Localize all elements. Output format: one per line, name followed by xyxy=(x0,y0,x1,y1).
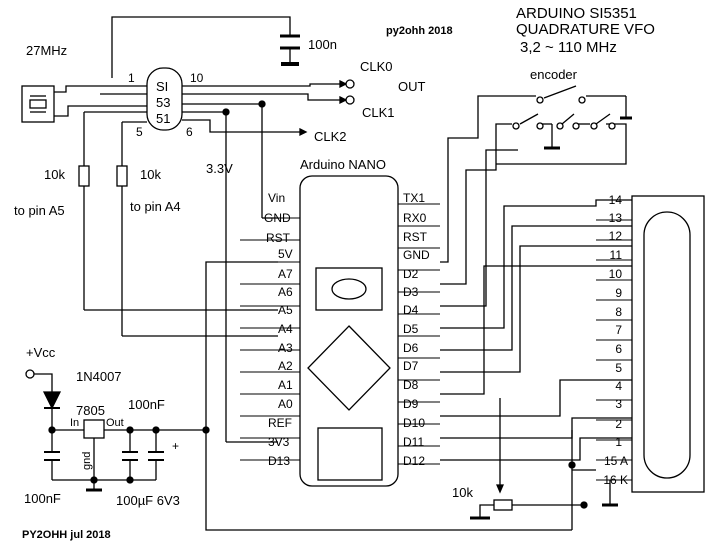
nano-pin-a3: A3 xyxy=(278,341,293,355)
nano-pin-a4: A4 xyxy=(278,322,293,336)
regulator-gnd-label: gnd xyxy=(81,451,93,470)
nano-pin-gnd-right: GND xyxy=(403,248,430,262)
regulator-in-label: In xyxy=(70,417,80,429)
lcd-pin-13: 13 xyxy=(608,211,622,225)
nano-pin-d3: D3 xyxy=(403,285,419,299)
nano-pin-d11: D11 xyxy=(403,435,425,449)
author-top: py2ohh 2018 xyxy=(386,25,453,37)
nano-pin-d5: D5 xyxy=(403,322,419,336)
si-label-3: 51 xyxy=(156,111,171,126)
nano-pin-gnd-left: GND xyxy=(264,211,291,225)
lcd-pin-1: 1 xyxy=(615,435,622,449)
out-label: OUT xyxy=(398,79,426,94)
lcd-pin-11: 11 xyxy=(609,248,622,262)
author-bottom: PY2OHH jul 2018 xyxy=(22,529,111,541)
lcd-pin-4: 4 xyxy=(615,379,622,393)
nano-pin-rx0: RX0 xyxy=(403,211,427,225)
capacitor-100n-label: 100n xyxy=(308,37,337,52)
encoder-label: encoder xyxy=(530,67,577,82)
clk1-label: CLK1 xyxy=(362,105,395,120)
clk0-label: CLK0 xyxy=(360,59,393,74)
v33-label: 3.3V xyxy=(206,161,233,176)
nano-pin-vin: Vin xyxy=(268,191,286,205)
nano-pin-a2: A2 xyxy=(278,359,293,373)
lcd-pin-2: 2 xyxy=(615,417,622,431)
clk2-label: CLK2 xyxy=(314,129,347,144)
si-pin-6: 6 xyxy=(186,125,193,139)
nano-pin-ref: REF xyxy=(268,416,292,430)
lcd-pin-14: 14 xyxy=(608,193,622,207)
lcd-pin-6: 6 xyxy=(615,342,622,356)
to-pin-a4-label: to pin A4 xyxy=(130,199,181,214)
capacitor-100uF-label: 100µF 6V3 xyxy=(116,493,180,508)
potentiometer-label: 10k xyxy=(452,485,473,500)
title-line-1: ARDUINO SI5351 xyxy=(516,5,637,22)
nano-pin-5v: 5V xyxy=(278,247,293,261)
nano-pin-d8: D8 xyxy=(403,378,419,392)
lcd-pin-16k: 16 K xyxy=(603,473,628,487)
lcd-pin-5: 5 xyxy=(615,361,622,375)
vcc-label: +Vcc xyxy=(26,345,56,360)
nano-pin-a0: A0 xyxy=(278,397,293,411)
lcd-pin-10: 10 xyxy=(608,267,622,281)
lcd-pin-7: 7 xyxy=(615,323,622,337)
crystal-label: 27MHz xyxy=(26,43,68,58)
si-pin-1: 1 xyxy=(128,71,135,85)
nano-pin-d10: D10 xyxy=(403,416,426,430)
nano-pin-d4: D4 xyxy=(403,303,419,317)
nano-pin-d13: D13 xyxy=(268,454,291,468)
regulator-label: 7805 xyxy=(76,403,105,418)
regulator-out-label: Out xyxy=(106,417,124,429)
si-pin-5: 5 xyxy=(136,125,143,139)
lcd-pin-3: 3 xyxy=(615,397,622,411)
arduino-nano-label: Arduino NANO xyxy=(300,157,386,172)
capacitor-100nF-top-label: 100nF xyxy=(128,397,165,412)
capacitor-plus-label: + xyxy=(172,439,180,453)
capacitor-100nF-bottom-label: 100nF xyxy=(24,491,61,506)
to-pin-a5-label: to pin A5 xyxy=(14,203,65,218)
nano-pin-rst-left: RST xyxy=(266,231,290,245)
nano-pin-d12: D12 xyxy=(403,454,426,468)
nano-pin-a1: A1 xyxy=(278,378,293,392)
diode-label: 1N4007 xyxy=(76,369,122,384)
si-pin-10: 10 xyxy=(190,71,204,85)
si-label-2: 53 xyxy=(156,95,171,110)
title-line-3: 3,2 ~ 110 MHz xyxy=(520,39,617,56)
resistor-2-label: 10k xyxy=(140,167,161,182)
nano-pin-a5: A5 xyxy=(278,303,293,317)
nano-pin-d2: D2 xyxy=(403,267,419,281)
nano-pin-3v3: 3V3 xyxy=(268,435,290,449)
lcd-pin-15a: 15 A xyxy=(603,454,628,468)
nano-pin-a7: A7 xyxy=(278,267,293,281)
lcd-pin-9: 9 xyxy=(615,286,622,300)
nano-pin-rst-right: RST xyxy=(403,230,427,244)
nano-pin-d6: D6 xyxy=(403,341,419,355)
lcd-pin-8: 8 xyxy=(615,305,622,319)
si-label-1: SI xyxy=(156,79,169,94)
nano-pin-a6: A6 xyxy=(278,285,293,299)
nano-pin-tx1: TX1 xyxy=(403,191,426,205)
title-line-2: QUADRATURE VFO xyxy=(516,21,655,38)
nano-pin-d7: D7 xyxy=(403,359,419,373)
nano-pin-d9: D9 xyxy=(403,397,419,411)
lcd-pin-12: 12 xyxy=(608,229,622,243)
resistor-1-label: 10k xyxy=(44,167,65,182)
